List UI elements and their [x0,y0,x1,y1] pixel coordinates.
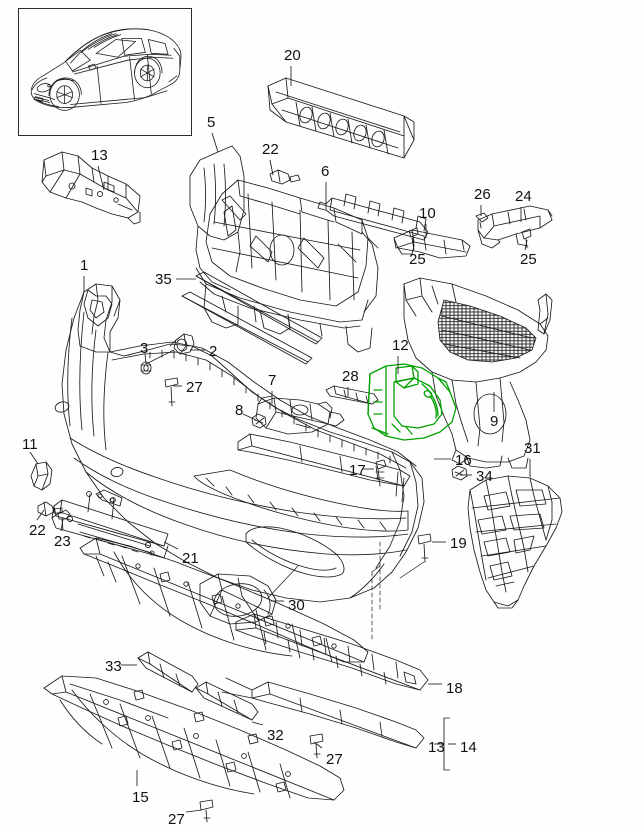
callout-35: 35 [155,271,172,288]
part-21-plate-holder [51,491,169,559]
leader-11 [29,451,39,465]
callout-32: 32 [267,727,284,744]
callout-31: 31 [524,440,541,457]
leader-32 [251,721,264,726]
callout-5: 5 [207,114,216,131]
cayenne-suv-icon [30,28,182,111]
part-2-parking-sensor [169,333,195,355]
callout-26: 26 [474,186,491,203]
part-22-clip-lower [37,501,63,517]
callout-27: 27 [186,379,203,396]
callout-10: 10 [419,205,436,222]
callout-18: 18 [446,680,463,697]
callout-27: 27 [168,811,185,828]
part-7-headlamp-bracket [255,395,345,435]
callout-24: 24 [515,188,532,205]
callout-11: 11 [22,436,38,453]
vehicle-thumbnail-box [18,8,192,136]
part-28-clip-strip [325,385,379,405]
part-24-side-bracket [477,205,553,249]
callout-30: 30 [288,597,305,614]
leader-25 [411,237,415,251]
callout-23: 23 [54,533,71,550]
part-25-fastener-left [408,227,419,247]
part-13-14-lower-side-trim [221,677,425,749]
callout-19: 19 [450,535,467,552]
callout-27: 27 [326,751,343,768]
part-35-trim-strips [181,271,323,365]
part-12-air-duct-highlighted [367,363,457,441]
leader-27 [185,809,203,813]
part-31-side-air-guide [467,475,563,609]
leader-27 [313,741,323,749]
part-11-tow-eye-cover [30,461,53,491]
part-15-underbody-shield [43,675,345,801]
part-8-nut [251,413,267,429]
callout-22: 22 [262,141,279,158]
callout-7: 7 [268,372,277,389]
leader-22 [269,159,274,176]
bracket-13-14-group [434,717,450,771]
part-5-front-end-carrier [189,145,379,353]
callout-28: 28 [342,368,359,385]
callout-6: 6 [321,163,330,180]
callout-16: 16 [455,452,472,469]
callout-leader-lines [29,66,531,813]
part-18-lower-trim [235,541,429,691]
part-32-strip [195,681,259,721]
part-9-grille-assembly [403,277,553,469]
part-20-upper-cover [267,77,415,159]
callout-17: 17 [349,462,366,479]
part-13-arch-liner-left [41,151,141,225]
callout-3: 3 [140,340,149,357]
callout-14: 14 [460,739,477,756]
callout-25: 25 [409,251,426,268]
part-17-clip [375,459,387,487]
part-27-screw-lower-center [309,733,324,759]
leader-25 [524,239,528,251]
leader-23 [60,518,64,532]
part-34-nut [451,465,468,481]
part-underbody-shield-upper [79,537,369,663]
part-27-screw-upper [164,377,179,407]
callout-12: 12 [392,337,409,354]
callout-20: 20 [284,47,301,64]
callout-8: 8 [235,402,244,419]
part-27-screw-lower-left [199,799,214,823]
leader-21 [163,541,179,550]
leader-3 [144,353,147,365]
callout-13: 13 [91,147,108,164]
part-33-strip [137,651,199,693]
part-10-air-guide [393,229,471,259]
callout-15: 15 [132,789,149,806]
part-22-clip-upper [269,169,301,185]
part-3-grommet [140,361,152,375]
part-6-bracket-strip [317,193,429,241]
leader-5 [211,132,219,153]
callout-2: 2 [209,343,218,360]
part-1-front-bumper-cover [54,283,425,603]
callout-21: 21 [182,550,199,567]
callout-34: 34 [476,468,493,485]
callout-1: 1 [80,257,89,274]
callout-22: 22 [29,522,46,539]
leader-22 [36,509,45,521]
callout-33: 33 [105,658,122,675]
callout-9: 9 [490,413,499,430]
part-16-trim-strip [237,433,411,487]
leader-13 [97,165,105,191]
part-19-screw [399,533,432,579]
leader-8 [242,413,257,421]
callout-25: 25 [520,251,537,268]
callout-13: 13 [428,739,445,756]
